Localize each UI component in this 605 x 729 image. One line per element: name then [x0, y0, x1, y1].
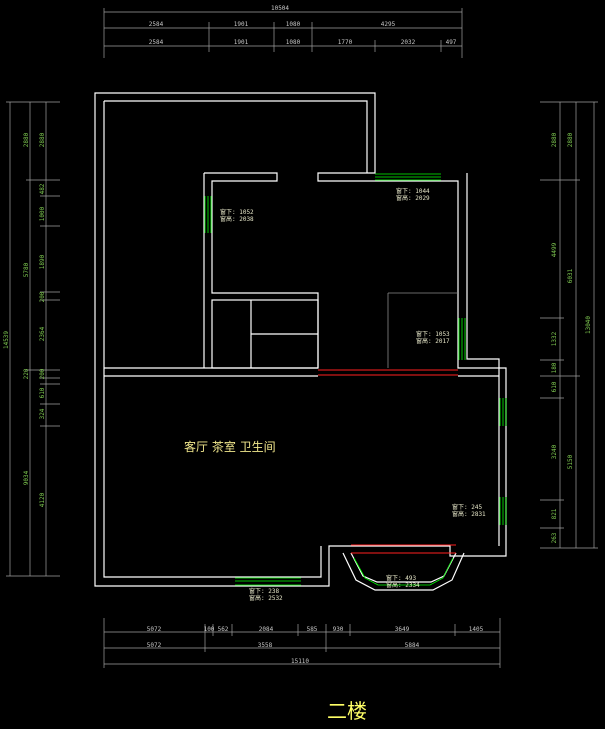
dim-label: 1332 [551, 331, 558, 346]
bottom-row2-dims: 5072 3558 5884 [147, 642, 420, 649]
window-note-line: 窗下: 493 [386, 574, 416, 582]
dim-label: 610 [551, 381, 558, 392]
dim-label: 821 [551, 508, 558, 519]
bottom-dimensions [103, 618, 501, 668]
dim-label: 3558 [258, 642, 273, 649]
dim-label: 324 [39, 408, 46, 419]
dim-label: 2084 [259, 626, 274, 633]
window-note-line: 窗高: 2038 [220, 215, 254, 223]
dim-label: 220 [23, 368, 30, 379]
floor-title: 二楼 [327, 699, 367, 723]
dim-label: 2880 [23, 132, 30, 147]
dim-label: 2880 [39, 132, 46, 147]
dim-label: 6031 [567, 268, 574, 283]
window-right-lower [499, 497, 507, 525]
dim-label: 2584 [149, 21, 164, 28]
room-label: 客厅 茶室 卫生间 [184, 439, 276, 454]
dim-label: 4295 [381, 21, 396, 28]
dim-label: 4120 [39, 492, 46, 507]
dim-label: 14539 [3, 331, 10, 349]
dim-label: 2364 [39, 326, 46, 341]
dim-label: 1080 [286, 21, 301, 28]
dim-label: 100 [204, 626, 215, 633]
dim-label: 1405 [469, 626, 484, 633]
dim-label: 930 [333, 626, 344, 633]
window-note-line: 窗高: 2017 [416, 337, 450, 345]
dim-label: 1770 [338, 39, 353, 46]
dim-label: 9034 [23, 470, 30, 485]
dim-label: 1901 [234, 39, 249, 46]
window-note-line: 窗下: 1052 [220, 208, 254, 216]
window-right-upper [458, 318, 466, 360]
dim-label: 5884 [405, 642, 420, 649]
top-total-dim: 10504 [271, 5, 289, 12]
dim-label: 5150 [567, 454, 574, 469]
openings [318, 369, 458, 554]
window-bay [353, 557, 454, 586]
dim-label: 1890 [39, 254, 46, 269]
left-dimensions [6, 101, 60, 577]
bottom-total-dim: 15110 [291, 658, 309, 665]
dim-label: 200 [39, 291, 46, 302]
dim-label: 2032 [401, 39, 416, 46]
window-note-line: 窗下: 1044 [396, 187, 430, 195]
window-note-line: 窗高: 2334 [386, 581, 420, 589]
dim-label: 2584 [149, 39, 164, 46]
dim-label: 263 [551, 532, 558, 543]
dim-label: 2880 [551, 132, 558, 147]
dim-label: 5072 [147, 626, 162, 633]
dim-label: 180 [551, 362, 558, 373]
window-note-line: 窗下: 1053 [416, 330, 450, 338]
walls [94, 92, 507, 591]
dim-label: 5780 [23, 262, 30, 277]
window-note-line: 窗下: 238 [249, 587, 279, 595]
dim-label: 3649 [395, 626, 410, 633]
dim-label: 200 [39, 368, 46, 379]
window-left-inner [204, 196, 212, 233]
dim-label: 3240 [551, 444, 558, 459]
dim-label: 610 [39, 387, 46, 398]
dim-label: 1000 [39, 206, 46, 221]
window-right-mid [499, 398, 507, 426]
windows [204, 173, 507, 586]
dim-label: 5072 [147, 642, 162, 649]
window-note-line: 窗高: 2532 [249, 594, 283, 602]
window-notes: 窗下: 1044 窗高: 2029 窗下: 1052 窗高: 2038 窗下: … [220, 187, 486, 602]
top-row1-dims: 2584 1901 1080 4295 [149, 21, 396, 28]
window-top [375, 173, 441, 181]
window-note-line: 窗下: 245 [452, 503, 482, 511]
dim-label: 13040 [585, 316, 592, 334]
top-dimensions [103, 8, 463, 58]
dim-label: 4499 [551, 242, 558, 257]
window-bottom [235, 577, 301, 586]
dim-label: 482 [39, 183, 46, 194]
top-row2-dims: 2584 1901 1080 1770 2032 497 [149, 39, 457, 46]
partition-lines [387, 292, 458, 368]
right-dimensions [540, 101, 598, 549]
dim-label: 2880 [567, 132, 574, 147]
dim-label: 1080 [286, 39, 301, 46]
dim-label: 562 [218, 626, 229, 633]
bottom-row1-dims: 5072 100 562 2084 585 930 3649 1405 [147, 626, 484, 633]
window-note-line: 窗高: 2029 [396, 194, 430, 202]
right-dim-labels: 2880 2880 4499 1332 180 610 3240 821 263… [551, 132, 592, 543]
window-note-line: 窗高: 2831 [452, 510, 486, 518]
dim-label: 497 [446, 39, 457, 46]
dim-label: 585 [307, 626, 318, 633]
left-dim-labels: 2880 2880 482 1000 1890 200 2364 220 200… [3, 132, 46, 507]
dim-label: 1901 [234, 21, 249, 28]
